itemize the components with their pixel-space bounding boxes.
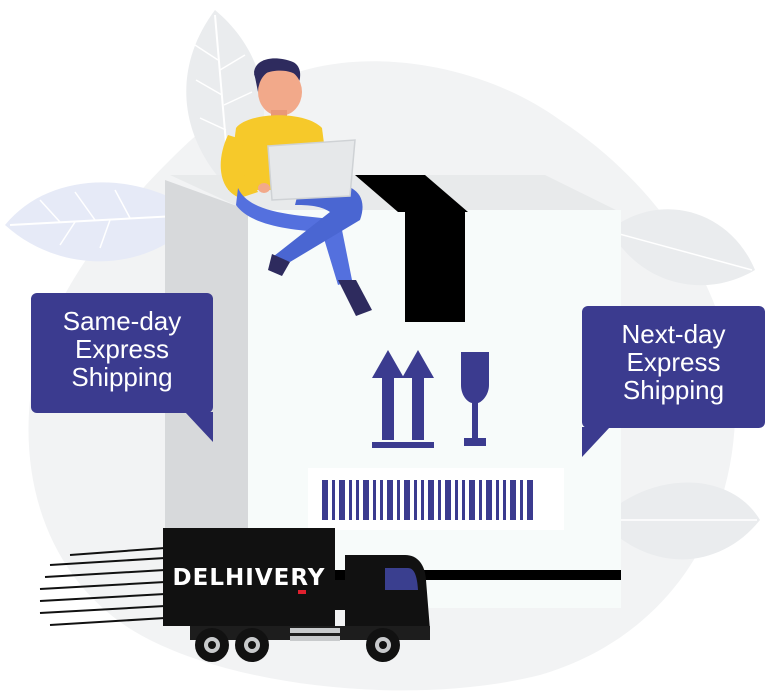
- fragile-glass-icon: [461, 352, 489, 446]
- barcode-bar: [455, 480, 458, 520]
- next-day-line-3: Shipping: [622, 375, 725, 405]
- barcode-bar: [363, 480, 369, 520]
- barcode-bar: [428, 480, 434, 520]
- truck-cargo: [163, 528, 335, 626]
- barcode-bar: [387, 480, 393, 520]
- next-day-line-1: Next-day: [621, 319, 726, 349]
- same-day-line-2: Express: [75, 334, 169, 364]
- barcode-bar: [527, 480, 533, 520]
- barcode-bar: [322, 480, 328, 520]
- barcode-icon: [322, 480, 533, 520]
- barcode-bar: [397, 480, 400, 520]
- same-day-bubble: Same-day Express Shipping: [31, 293, 213, 413]
- box-tape-top: [355, 175, 468, 212]
- barcode-bar: [438, 480, 441, 520]
- barcode-bar: [421, 480, 424, 520]
- barcode-bar: [404, 480, 410, 520]
- same-day-line-1: Same-day: [62, 306, 182, 336]
- barcode-bar: [414, 480, 417, 520]
- box-tape-front: [405, 212, 465, 322]
- person-with-laptop: [220, 58, 372, 316]
- leaf-left: [5, 182, 200, 262]
- truck-wheels: [195, 628, 400, 662]
- leaf-right: [610, 209, 755, 286]
- truck-brand-logo: DELHIVERY: [172, 565, 326, 591]
- barcode-bar: [469, 480, 475, 520]
- barcode-bar: [380, 480, 383, 520]
- truck-window: [385, 568, 418, 590]
- same-day-bubble-tail: [185, 412, 213, 442]
- barcode-bar: [356, 480, 359, 520]
- delivery-truck: [163, 528, 430, 662]
- barcode-bar: [496, 480, 499, 520]
- this-way-up-arrows-icon: [372, 350, 434, 448]
- barcode-bar: [332, 480, 335, 520]
- barcode-bar: [510, 480, 516, 520]
- barcode-panel: [308, 468, 564, 530]
- barcode-bar: [503, 480, 506, 520]
- next-day-bubble-tail: [582, 427, 610, 457]
- barcode-bar: [349, 480, 352, 520]
- truck-cab: [345, 555, 430, 630]
- speed-lines: [39, 547, 166, 626]
- box-strap: [248, 570, 621, 580]
- barcode-bar: [462, 480, 465, 520]
- barcode-bar: [339, 480, 345, 520]
- same-day-line-3: Shipping: [71, 362, 173, 392]
- next-day-line-2: Express: [626, 347, 721, 377]
- laptop-icon: [267, 139, 356, 201]
- barcode-bar: [373, 480, 376, 520]
- barcode-bar: [479, 480, 482, 520]
- next-day-bubble: Next-day Express Shipping: [582, 306, 765, 428]
- barcode-bar: [445, 480, 451, 520]
- brand-accent: [298, 590, 306, 594]
- barcode-bar: [486, 480, 492, 520]
- barcode-bar: [520, 480, 523, 520]
- leaf-bottom-right: [600, 482, 760, 560]
